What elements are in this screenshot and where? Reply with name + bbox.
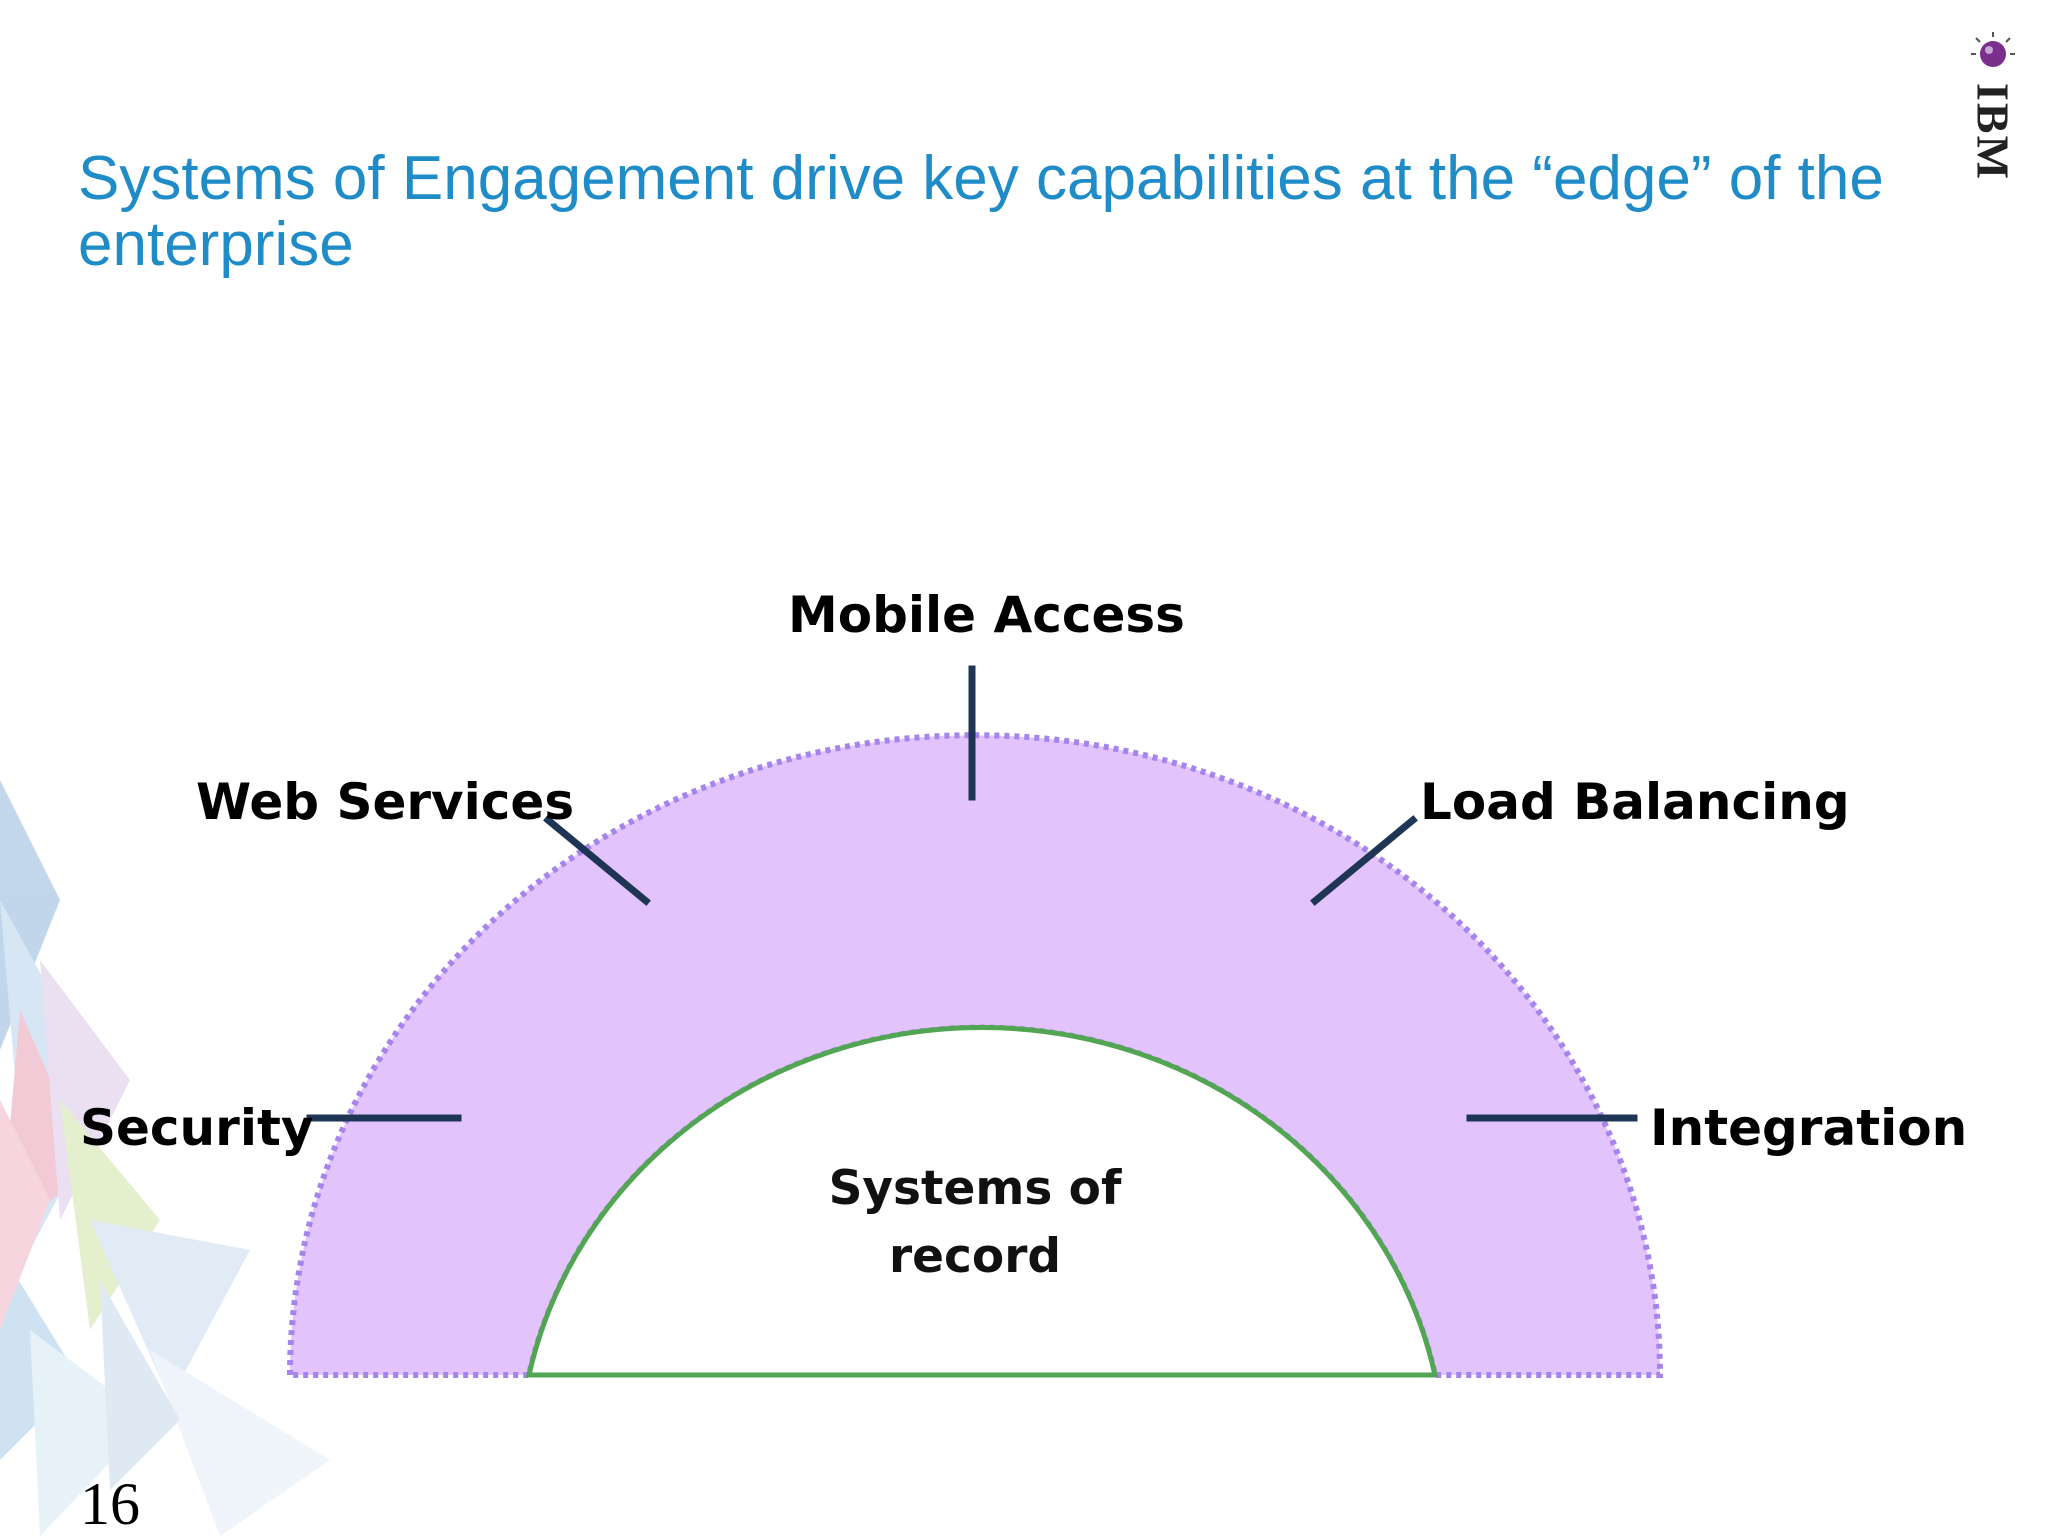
ibm-logo-text: IBM xyxy=(1967,83,2019,181)
systems-of-record-line1: Systems of xyxy=(828,1161,1122,1216)
capability-label-mobile-access: Mobile Access xyxy=(788,586,1185,644)
capability-label-web-services: Web Services xyxy=(196,773,575,831)
page-number: 16 xyxy=(80,1471,140,1537)
slide-title: Systems of Engagement drive key capabili… xyxy=(78,144,1884,279)
systems-of-record-label: Systems of record xyxy=(820,1155,1130,1291)
capability-label-load-balancing: Load Balancing xyxy=(1420,773,1850,831)
connector-load-balancing xyxy=(1310,815,1418,906)
capability-label-integration: Integration xyxy=(1650,1099,1968,1157)
capability-label-security: Security xyxy=(80,1099,314,1157)
systems-of-record-line2: record xyxy=(888,1229,1062,1284)
inner-core-systems-of-record xyxy=(525,1025,1439,1378)
connector-web-services xyxy=(543,815,651,906)
ibm-logo-globe-icon xyxy=(1971,32,2015,67)
